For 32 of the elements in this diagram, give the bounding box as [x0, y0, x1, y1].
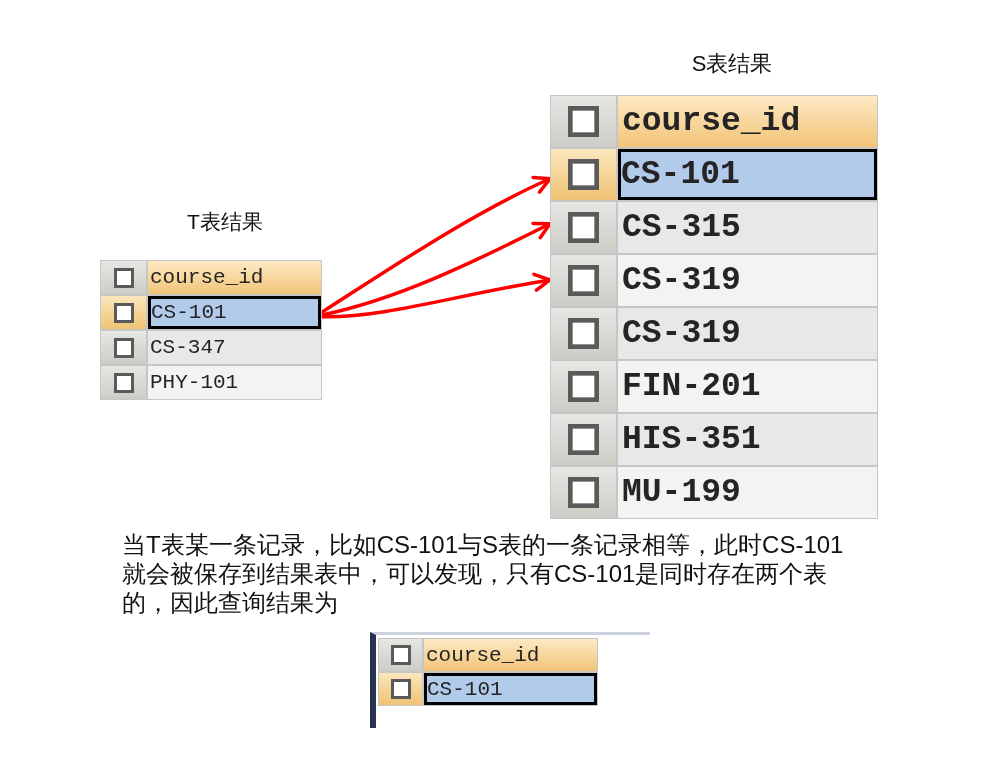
table-cell: PHY-101 — [148, 366, 321, 399]
table-cell: FIN-201 — [618, 361, 877, 412]
table-title: T表结果 — [186, 209, 264, 235]
column-header: course_id — [424, 639, 597, 671]
table-cell: CS-101 — [424, 673, 597, 705]
table-row — [550, 413, 878, 466]
table-cell: CS-315 — [618, 202, 877, 253]
table-title: S表结果 — [690, 50, 774, 78]
table-row — [100, 330, 322, 365]
column-header: course_id — [618, 96, 877, 147]
table-row — [550, 307, 878, 360]
table-row — [550, 201, 878, 254]
table-cell: CS-101 — [148, 296, 321, 329]
table-cell: CS-319 — [618, 308, 877, 359]
column-header: course_id — [148, 261, 321, 294]
table-row — [550, 95, 878, 148]
description-text: 当T表某一条记录，比如CS-101与S表的一条记录相等，此时CS-101就会被保存到结果表中，可以发现，只有CS-101是同时存在两个表的，因此查询结果为 — [122, 530, 845, 617]
table-cell: CS-101 — [618, 149, 877, 200]
table-cell: CS-319 — [618, 255, 877, 306]
table-row — [378, 672, 598, 706]
table-cell: HIS-351 — [618, 414, 877, 465]
table-cell: MU-199 — [618, 467, 877, 518]
table-row — [550, 466, 878, 519]
table-row — [378, 638, 598, 672]
data-table — [370, 632, 650, 728]
table-row — [100, 260, 322, 295]
table-cell: CS-347 — [148, 331, 321, 364]
table-row — [100, 295, 322, 330]
table-row — [550, 360, 878, 413]
table-row — [550, 148, 878, 201]
table-row — [100, 365, 322, 400]
table-row — [550, 254, 878, 307]
